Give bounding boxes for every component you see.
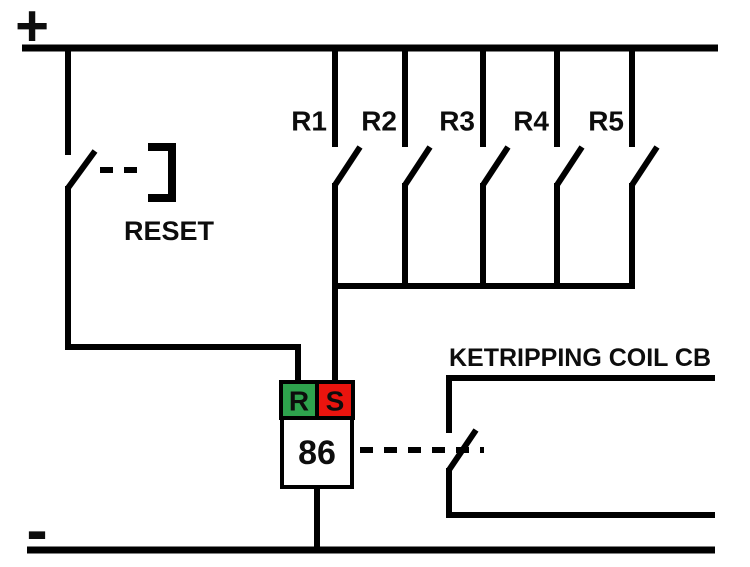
negative-terminal-label: -: [26, 494, 47, 566]
reset-coil-label: R: [289, 386, 309, 417]
relay-contact-label: R3: [439, 106, 475, 137]
trip-coil-branch: KETRIPPING COIL CB: [446, 344, 715, 518]
relay-contact-label: R4: [513, 106, 549, 137]
set-coil-cell: [315, 380, 355, 420]
lockout-relay-86: R S 86: [279, 380, 355, 552]
relay-contact-label: R5: [588, 106, 624, 137]
contact-blade: [332, 145, 363, 187]
relay-contact-r5: R5: [588, 46, 660, 289]
trip-circuit-label: KETRIPPING COIL CB: [449, 344, 711, 372]
relay-contact-label: R2: [361, 106, 397, 137]
positive-bus: +: [15, 0, 718, 59]
trip-wire-upper: [446, 375, 715, 433]
relay-contact-r3: R3: [439, 46, 511, 289]
trip-contact-blade: [446, 428, 479, 472]
trip-wire-lower: [446, 468, 715, 518]
reset-branch: RESET: [65, 46, 301, 384]
contact-blade: [402, 145, 433, 187]
contact-blade: [480, 145, 511, 187]
contact-blade: [554, 145, 585, 187]
set-coil-label: S: [326, 386, 345, 417]
relay-body: [280, 416, 354, 489]
relay-device-number: 86: [298, 434, 336, 472]
reset-label: RESET: [124, 216, 215, 246]
reset-contact-blade: [65, 149, 98, 190]
negative-bus: -: [26, 494, 715, 566]
contact-blade: [629, 145, 660, 187]
relay-contact-r4: R4: [513, 46, 585, 289]
relay-contact-r2: R2: [361, 46, 433, 289]
relay-contact-r1: R1: [291, 46, 363, 289]
pushbutton-actuator-icon: [148, 143, 176, 202]
relay-contact-label: R1: [291, 106, 327, 137]
reset-wire-lower: [65, 186, 301, 384]
